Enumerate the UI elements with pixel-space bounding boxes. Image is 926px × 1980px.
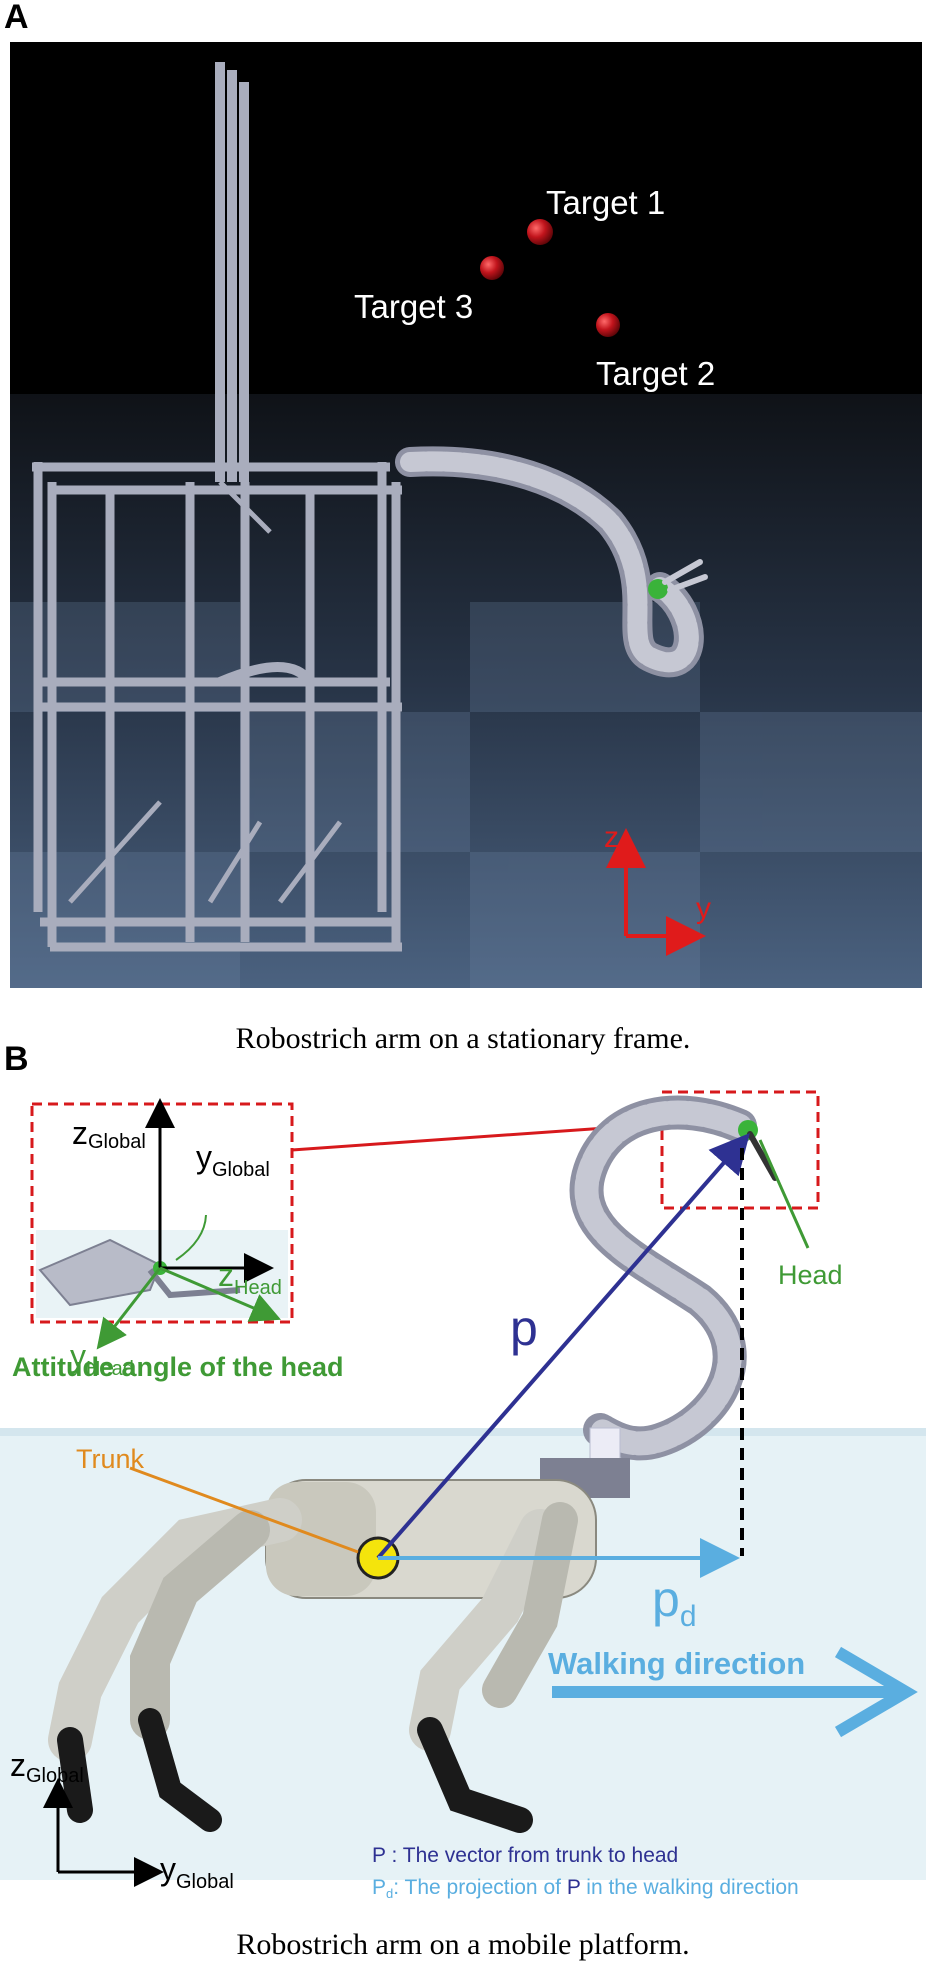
inset-y-global: y [196, 1139, 212, 1175]
axis-y-label: y [696, 892, 711, 925]
vector-pd-sub: d [680, 1600, 697, 1633]
vector-p [376, 1132, 750, 1560]
panel-a-render: Target 1 Target 3 Target 2 z y [10, 42, 922, 988]
legend-p: P : The vector from trunk to head [372, 1844, 678, 1867]
legend-pd: Pd: The projection of P in the walking d… [372, 1876, 799, 1901]
svg-text:yGlobal: yGlobal [196, 1139, 270, 1181]
stationary-frame [32, 62, 402, 952]
inset-z-global: z [72, 1115, 88, 1151]
target-3-ball [480, 256, 504, 280]
svg-text:zGlobal: zGlobal [10, 1747, 84, 1787]
trunk-label: Trunk [76, 1444, 145, 1474]
panel-a-caption: Robostrich arm on a stationary frame. [235, 1022, 691, 1055]
walking-direction-label: Walking direction [548, 1646, 805, 1681]
target-1-label: Target 1 [546, 184, 665, 221]
walking-direction-arrow [552, 1646, 918, 1738]
head-highlight-box [660, 1090, 820, 1210]
panel-a-letter: A [4, 0, 29, 36]
inset-z-head-sub: Head [234, 1277, 282, 1299]
axis-y-global: y [160, 1851, 176, 1887]
quadruped-robot [48, 1479, 597, 1833]
target-1-ball [527, 219, 553, 245]
svg-text:zGlobal: zGlobal [72, 1115, 146, 1153]
inset-z-head: z [218, 1257, 234, 1293]
panel-b-caption: Robostrich arm on a mobile platform. [236, 1928, 690, 1961]
vector-pd-label: p [652, 1571, 680, 1627]
panel-b-render: zGlobal yGlobal zHead yHead Attitude ang… [0, 1090, 926, 1901]
head-label: Head [778, 1260, 843, 1290]
axis-y-global-sub: Global [176, 1871, 234, 1893]
svg-text:yHead: yHead [70, 1338, 134, 1380]
inset-title: Attitude angle of the head [12, 1352, 344, 1382]
panel-a-axes: z y [604, 821, 711, 956]
head-attitude-inset: zGlobal yGlobal zHead yHead Attitude ang… [12, 1098, 344, 1382]
vector-p-label: p [510, 1300, 538, 1356]
svg-text:pd: pd [652, 1571, 697, 1633]
inset-y-head-sub: Head [86, 1358, 134, 1380]
axis-z-label: z [604, 821, 619, 854]
svg-text:yGlobal: yGlobal [160, 1851, 234, 1893]
inset-y-head: y [70, 1338, 86, 1374]
panel-b-axes: zGlobal yGlobal [10, 1747, 234, 1893]
axis-z-global: z [10, 1747, 26, 1783]
panel-b-letter: B [4, 1040, 29, 1078]
svg-text:zHead: zHead [218, 1257, 282, 1299]
axis-z-global-sub: Global [26, 1765, 84, 1787]
inset-y-global-sub: Global [212, 1159, 270, 1181]
target-2-ball [596, 313, 620, 337]
inset-z-global-sub: Global [88, 1131, 146, 1153]
target-2-label: Target 2 [596, 355, 715, 392]
robostrich-arm [395, 446, 708, 678]
target-3-label: Target 3 [354, 288, 473, 325]
